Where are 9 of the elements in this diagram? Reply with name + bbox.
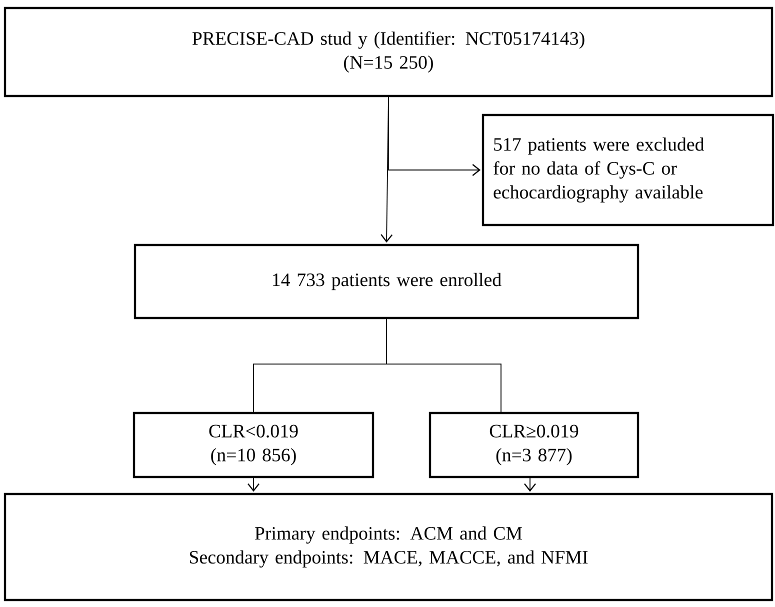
endpoints-box: Primary endpoints: ACM and CM Secondary endpoints: MACE, MACCE, and NFMI (4, 492, 774, 602)
arrow (248, 478, 260, 492)
arrow (524, 478, 536, 492)
enrollment-box: 14 733 patients were enrolled (134, 244, 640, 320)
group-box: CLR<0.019 (n=10 856) (132, 412, 374, 478)
study-box: PRECISE-CAD stud y (Identifier: NCT05174143) (N=15 250) (4, 6, 774, 98)
exclusion-box: 517 patients were excluded for no data of Cys-C or echocardiography available (482, 114, 774, 226)
arrow (388, 96, 481, 176)
group-box: CLR≥0.019 (n=3 877) (428, 412, 640, 478)
